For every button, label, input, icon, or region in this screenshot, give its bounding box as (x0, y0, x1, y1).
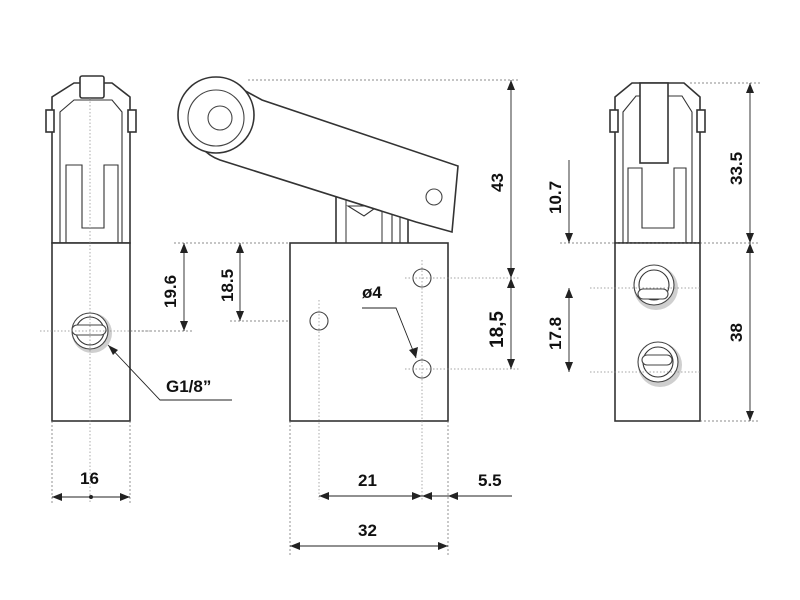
dim-33-5-label: 33.5 (727, 152, 746, 185)
port-leader: G1/8” (107, 344, 232, 401)
port-thread-label: G1/8” (166, 377, 211, 396)
dim-43-label: 43 (488, 173, 507, 192)
dim-10-7: 10.7 (546, 160, 760, 244)
dim-18-5-right: 18,5 (487, 278, 515, 369)
hole-callout: ø4 (362, 283, 418, 359)
dim-19-6: 19.6 (130, 242, 290, 332)
dim-19-6-label: 19.6 (161, 275, 180, 308)
front-view (177, 76, 520, 500)
left-side-view (40, 75, 150, 503)
dim-32: 32 (289, 421, 448, 555)
dim-33-5: 33.5 (690, 82, 760, 243)
dim-17-8-label: 17.8 (546, 317, 565, 350)
dim-43: 43 (248, 79, 520, 278)
dim-38: 38 (700, 243, 760, 422)
roller-pin (207, 105, 233, 131)
dim-10-7-label: 10.7 (546, 181, 565, 214)
dim-32-label: 32 (358, 521, 377, 540)
dim-38-label: 38 (727, 323, 746, 342)
lever-pivot (425, 188, 443, 206)
right-roller-block (639, 82, 669, 164)
dim-18-5-right-label: 18,5 (487, 311, 508, 348)
dim-21-label: 21 (358, 471, 377, 490)
dim-5-5: 5.5 (422, 421, 512, 555)
dim-16-label: 16 (80, 469, 99, 488)
dim-5-5-label: 5.5 (478, 471, 502, 490)
dim-21: 21 (319, 471, 422, 500)
dim-17-8: 17.8 (546, 288, 573, 372)
right-side-view (590, 82, 706, 422)
hole-diameter-label: ø4 (362, 283, 382, 302)
dim-16: 16 (51, 421, 131, 505)
dim-18-5-left: 18.5 (218, 243, 336, 322)
dim-18-5-left-label: 18.5 (218, 269, 237, 302)
